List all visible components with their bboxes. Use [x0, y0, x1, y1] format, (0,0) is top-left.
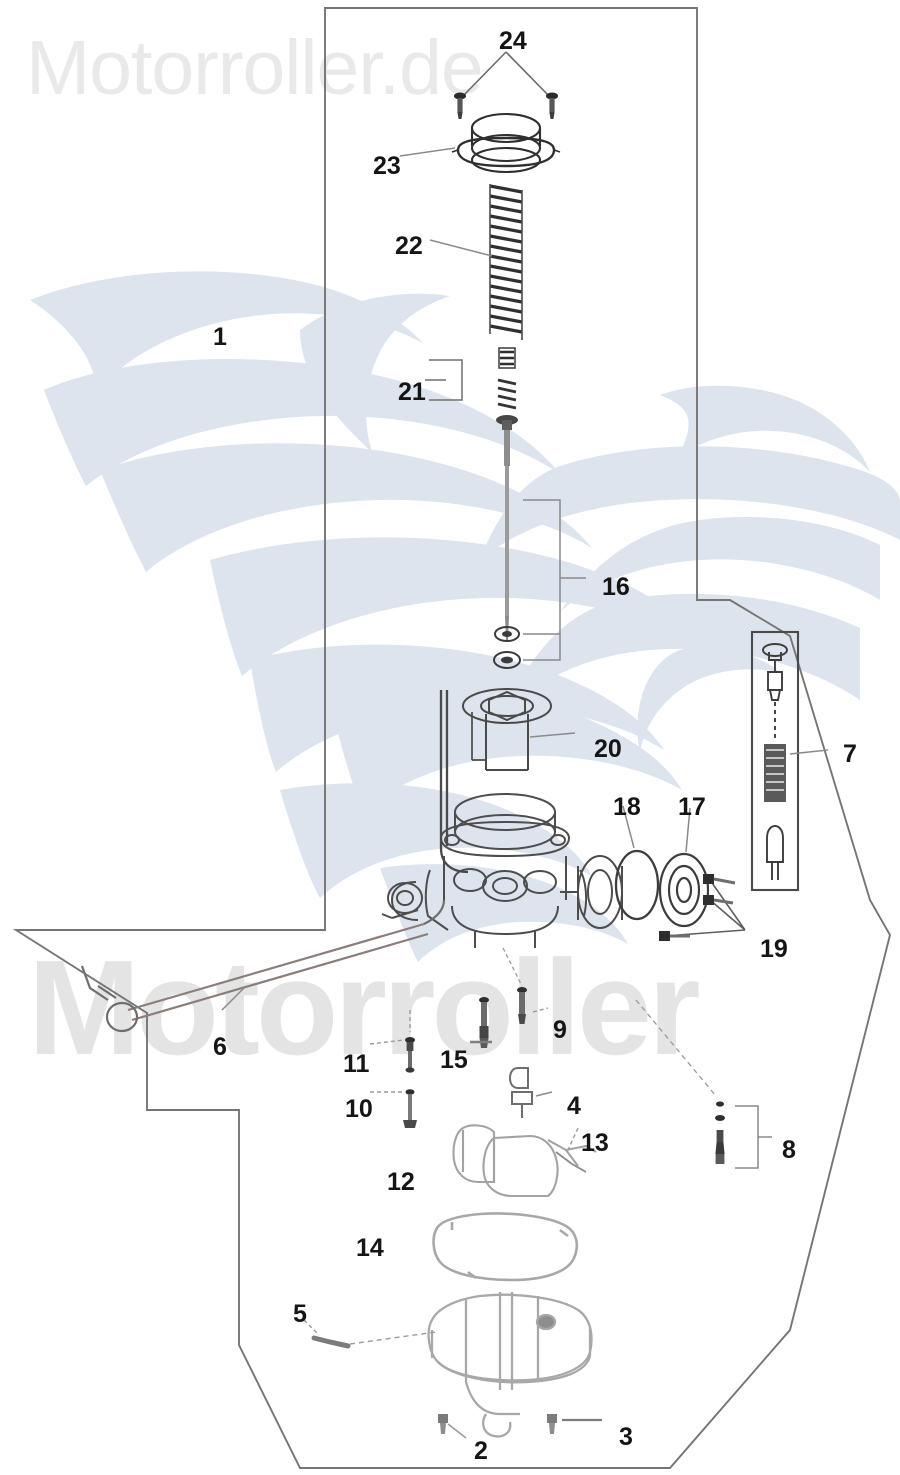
callout-22[interactable]: 22	[395, 232, 423, 260]
part-4-retainer-clip	[508, 1067, 533, 1118]
part-2-screw	[438, 1414, 467, 1439]
callout-15[interactable]: 15	[440, 1046, 468, 1074]
part-12-float	[452, 1124, 597, 1198]
callout-6[interactable]: 6	[213, 1033, 227, 1061]
callout-3[interactable]: 3	[619, 1423, 633, 1451]
float-bowl	[427, 1292, 593, 1438]
callout-11[interactable]: 11	[343, 1050, 370, 1078]
callout-12[interactable]: 12	[387, 1168, 415, 1196]
part-7-boxed-subassembly	[750, 630, 829, 892]
part-3-screw	[547, 1414, 602, 1434]
choke-tube	[439, 690, 469, 874]
part-6-starter-lever	[80, 899, 446, 1033]
part-22-spring	[489, 184, 523, 340]
callout-13[interactable]: 13	[581, 1129, 609, 1157]
part-13-float-needle	[555, 1127, 587, 1173]
leader-17	[685, 807, 691, 853]
callout-14[interactable]: 14	[356, 1234, 384, 1262]
callout-17[interactable]: 17	[678, 793, 706, 821]
part-24-cover-screws	[454, 51, 558, 119]
part-21-needle-holder	[425, 347, 518, 430]
callout-16[interactable]: 16	[602, 573, 630, 601]
part-17-cover-plate	[658, 852, 710, 928]
part-23-top-cover	[451, 112, 561, 174]
callout-24[interactable]: 24	[499, 27, 527, 55]
part-14-bowl-gasket	[432, 1212, 579, 1282]
part-16-jet-needle	[493, 430, 586, 669]
leader-6	[221, 987, 245, 1011]
leader-20	[529, 732, 576, 738]
callout-19[interactable]: 19	[760, 935, 788, 963]
callout-21[interactable]: 21	[398, 378, 426, 406]
callout-5[interactable]: 5	[293, 1300, 307, 1328]
leader-22	[429, 239, 493, 257]
leader-18	[622, 805, 635, 849]
callout-23[interactable]: 23	[373, 152, 401, 180]
leader-4	[535, 1091, 553, 1097]
leader-11	[369, 1039, 405, 1045]
callout-8[interactable]: 8	[782, 1136, 796, 1164]
callout-1[interactable]: 1	[213, 323, 227, 351]
part-15-main-jet	[470, 997, 492, 1048]
callout-20[interactable]: 20	[594, 735, 622, 763]
part-18-o-ring	[614, 849, 660, 921]
callout-10[interactable]: 10	[345, 1095, 373, 1123]
part-19-cover-screws	[659, 874, 746, 941]
callout-4[interactable]: 4	[567, 1092, 581, 1120]
watermark-top-text: Motorroller.de	[26, 25, 484, 111]
callout-18[interactable]: 18	[613, 793, 641, 821]
part-5-drain-screw	[303, 1319, 437, 1349]
part-20-needle-jet-holder	[462, 688, 552, 771]
carburetor-body	[381, 793, 623, 948]
callout-7[interactable]: 7	[843, 740, 857, 768]
assembly-boundary	[12, 7, 892, 1469]
part-9-jet	[502, 947, 549, 1024]
callout-2[interactable]: 2	[474, 1437, 488, 1465]
part-10-jet	[403, 1089, 417, 1128]
part-8-screw-set	[635, 999, 772, 1169]
callout-9[interactable]: 9	[553, 1016, 567, 1044]
leader-23	[399, 147, 456, 157]
